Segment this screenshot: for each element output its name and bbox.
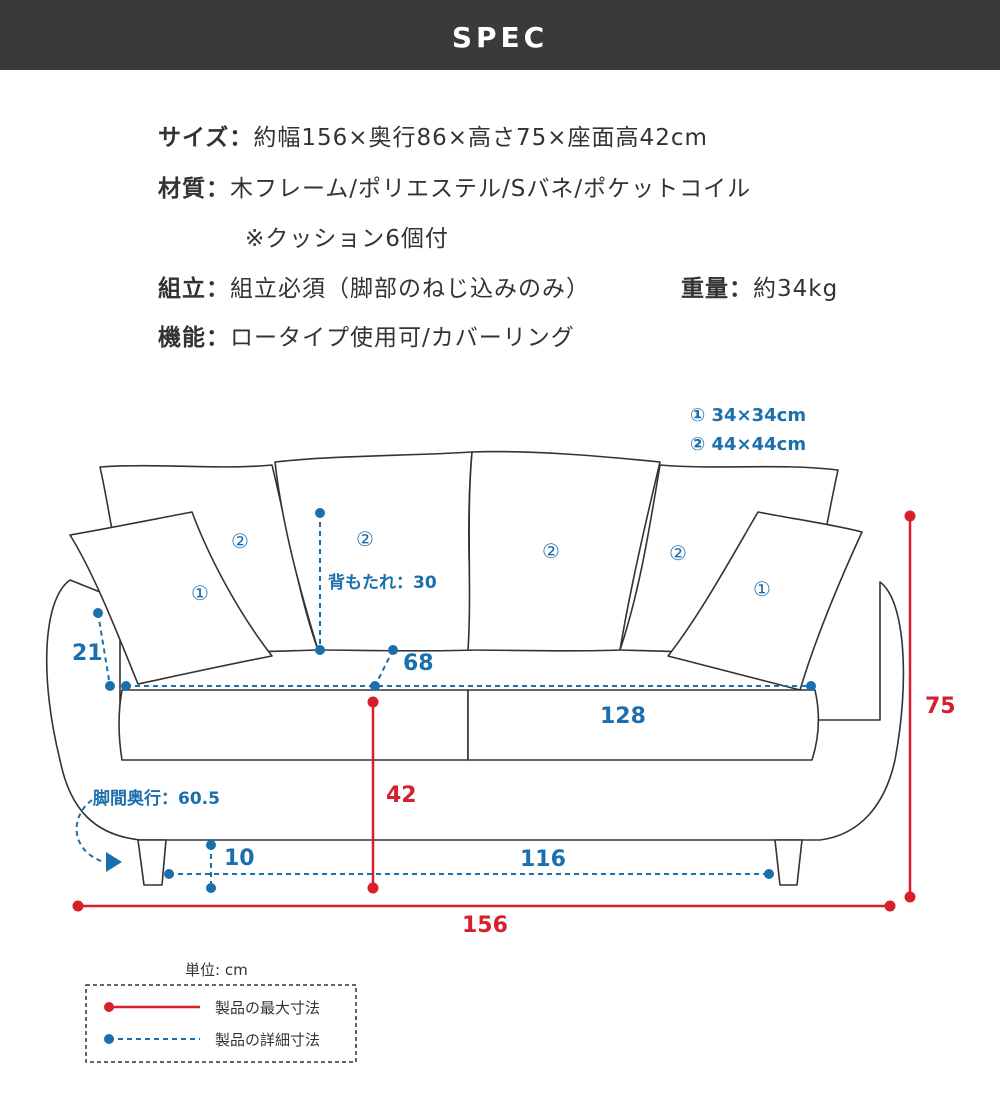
depth-68-dim-line [374,649,394,687]
arm-21-dot-top [93,608,103,618]
spec-weight-value: 約34kg [753,276,839,302]
cushion-legend-2: ② 44×44cm [690,434,806,455]
backrest-dot-top [315,508,325,518]
spec-assembly-label: 組立： [158,276,230,302]
leg-depth-label: 脚間奥行：60.5 [93,788,220,809]
sofa-leg-left [137,839,167,886]
sofa-leg-right [774,839,803,886]
dim-156-label: 156 [462,913,508,938]
header-bar: SPEC [0,0,1000,70]
dim-21-label: 21 [72,641,103,666]
depth-68-dot-bottom [370,681,380,691]
height-75-dot-top [904,510,916,522]
spec-weight-row: 重量：約34kg [681,269,838,303]
spec-weight-label: 重量： [681,276,753,302]
spec-material-note: ※クッション6個付 [245,226,449,252]
arm-21-dim-line [97,612,111,687]
dim-75-label: 75 [925,694,956,719]
legend-detail-label: 製品の詳細寸法 [215,1031,320,1049]
spec-size-label: サイズ： [158,125,254,151]
cushion-marker-2b: ② [356,527,374,551]
seat-width-dot-right [806,681,816,691]
seat-cushion-right [467,689,820,761]
dim-128-label: 128 [600,704,646,729]
width-156-dot-left [72,900,84,912]
depth-68-dot-top [388,645,398,655]
cushion-legend-1: ① 34×34cm [690,405,806,426]
spec-function-label: 機能： [158,325,230,351]
legend-box [85,984,357,1063]
cushion-marker-2a: ② [231,529,249,553]
dim-68-label: 68 [403,651,434,676]
throw-pillow-left [69,511,273,685]
seat-width-dot-left [121,681,131,691]
seat-height-dot-top [367,696,379,708]
backrest-label: 背もたれ：30 [328,572,437,593]
cushion-marker-1a: ① [191,581,209,605]
spec-assembly-row: 組立：組立必須（脚部のねじ込みのみ） [158,269,590,303]
seat-height-dot-bottom [367,882,379,894]
spec-material-row: 材質：木フレーム/ポリエステル/Sバネ/ポケットコイル [158,169,751,203]
sofa-body-outline [45,579,905,841]
height-75-dot-bottom [904,891,916,903]
leg-depth-arrow-line [75,799,105,863]
cushion-marker-2c: ② [542,539,560,563]
backrest-dot-bottom [315,645,325,655]
arm-21-dot-bottom [105,681,115,691]
throw-pillow-right [667,511,863,691]
spec-size-row: サイズ：約幅156×奥行86×高さ75×座面高42cm [158,118,708,152]
page-title: SPEC [451,21,549,54]
unit-label: 単位: cm [185,961,248,979]
spec-assembly-value: 組立必須（脚部のねじ込みのみ） [230,276,590,302]
width-156-dot-right [884,900,896,912]
spec-material-value: 木フレーム/ポリエステル/Sバネ/ポケットコイル [230,176,752,202]
dim-116-label: 116 [520,847,566,872]
leg-span-dot-right [764,869,774,879]
leg-depth-arrow-head [106,852,122,872]
leg-span-dot-left [164,869,174,879]
leg-10-dot-top [206,840,216,850]
cushion-marker-1b: ① [753,577,771,601]
seat-cushion-left [118,689,469,761]
leg-10-dot-bottom [206,883,216,893]
spec-size-value: 約幅156×奥行86×高さ75×座面高42cm [253,125,708,151]
dim-10-label: 10 [224,846,255,871]
dim-42-label: 42 [386,783,417,808]
spec-function-value: ロータイプ使用可/カバーリング [230,325,575,351]
legend-max-label: 製品の最大寸法 [215,999,320,1017]
spec-material-label: 材質： [158,176,230,202]
spec-function-row: 機能：ロータイプ使用可/カバーリング [158,318,575,352]
cushion-marker-2d: ② [669,541,687,565]
